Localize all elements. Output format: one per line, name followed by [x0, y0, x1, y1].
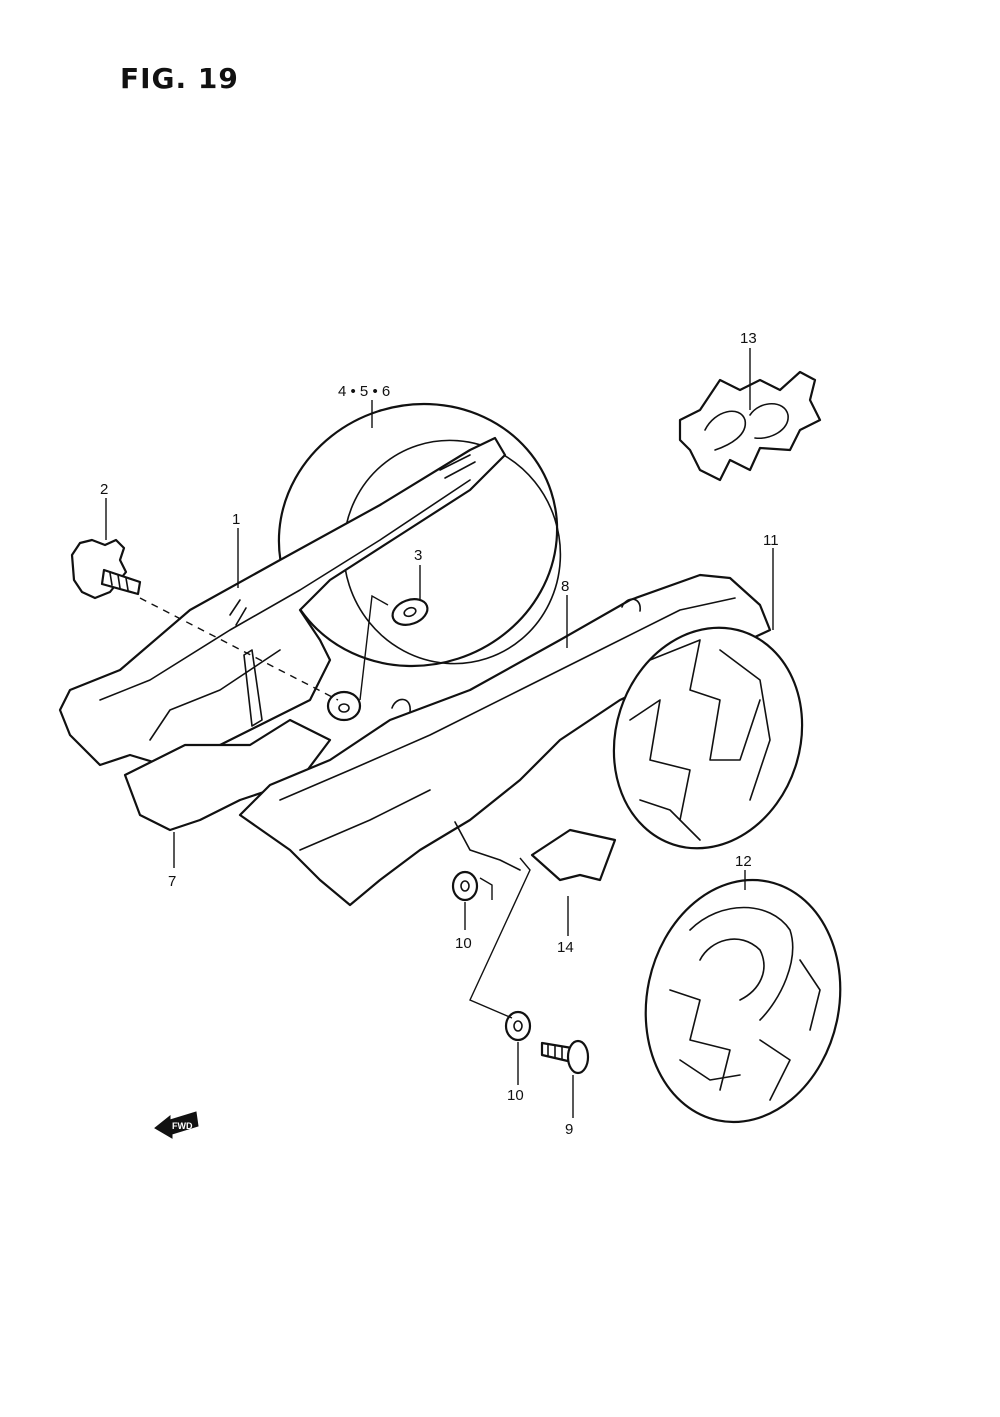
part-11-decal-disc	[612, 626, 804, 850]
callout-10-lower: 10	[507, 1087, 524, 1104]
callout-12: 12	[735, 853, 752, 870]
callout-1: 1	[232, 511, 240, 528]
callout-2: 2	[100, 481, 108, 498]
callout-13: 13	[740, 330, 757, 347]
part-3-grommet	[391, 598, 429, 626]
callout-9: 9	[565, 1121, 573, 1138]
callout-3: 3	[414, 547, 422, 564]
part-9-screw	[540, 1039, 590, 1075]
callout-10-upper: 10	[455, 935, 472, 952]
part-12-decal-disc	[644, 878, 842, 1124]
callout-7: 7	[168, 873, 176, 890]
fwd-arrow-icon: FWD	[154, 1111, 199, 1139]
callout-4-5-6: 4 • 5 • 6	[338, 383, 390, 400]
part-13-small-decal	[678, 370, 822, 482]
part-10-washer-upper	[451, 870, 479, 902]
part-10-washer-lower	[504, 1010, 532, 1042]
callout-8: 8	[561, 578, 569, 595]
mount-grommet	[326, 690, 362, 722]
leader-lines	[105, 348, 774, 1118]
callout-11: 11	[763, 532, 779, 549]
part-2-adjuster-knob	[70, 538, 142, 600]
callout-14: 14	[557, 939, 574, 956]
part-8-lower-frame-cover	[238, 573, 772, 907]
part-14-bracket	[530, 828, 617, 882]
part-1-upper-frame-cover	[58, 436, 507, 772]
fwd-label: FWD	[172, 1121, 193, 1131]
figure-title: FIG. 19	[120, 62, 239, 95]
